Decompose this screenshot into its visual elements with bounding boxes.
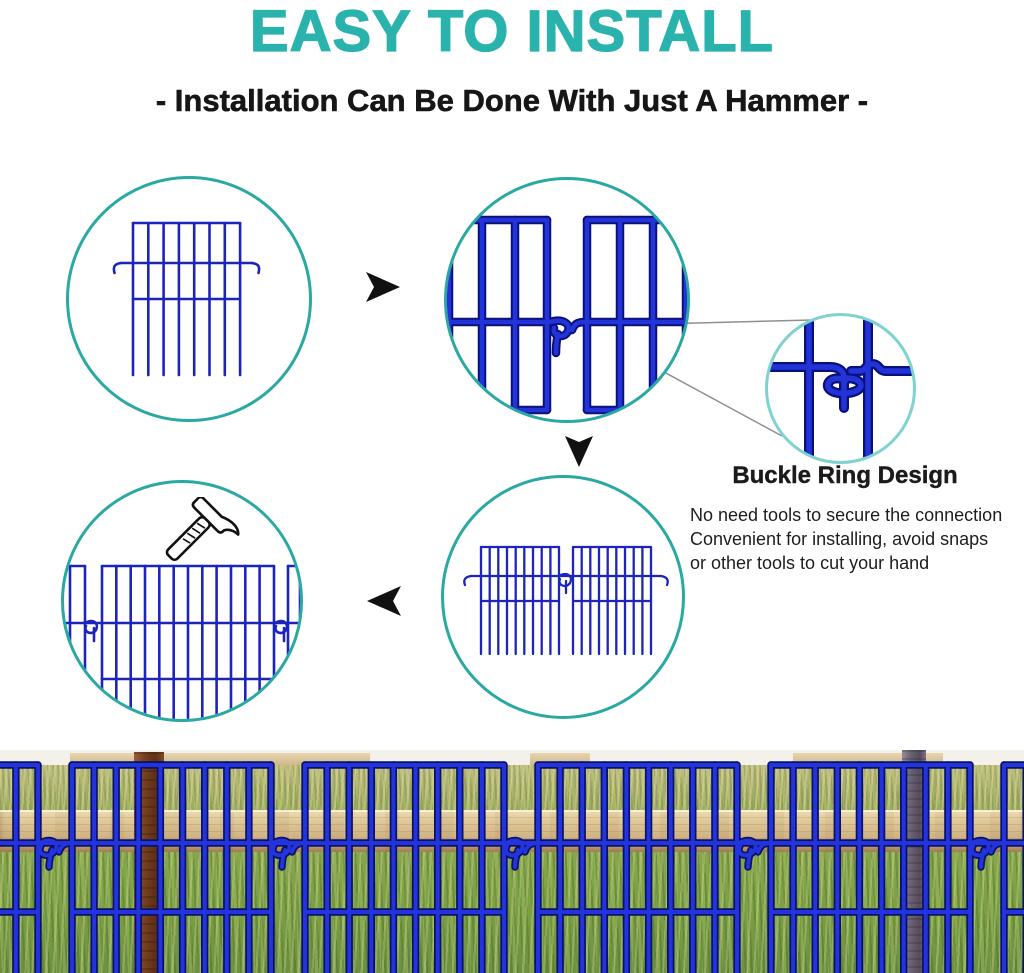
hammer-install-illustration — [64, 564, 300, 719]
buckle-design-description: No need tools to secure the connection C… — [690, 503, 1024, 575]
grass-seed-heads — [0, 764, 1024, 812]
arrow-down-icon — [565, 436, 593, 467]
buckle-connection-illustration — [447, 215, 687, 415]
buckle-detail-circle — [765, 313, 916, 464]
page-subtitle: - Installation Can Be Done With Just A H… — [155, 83, 869, 119]
buckle-design-heading: Buckle Ring Design — [732, 462, 958, 489]
step-1-circle — [66, 176, 312, 422]
description-line-3: or other tools to cut your hand — [690, 553, 930, 573]
arrow-right-icon — [366, 272, 400, 302]
description-line-1: No need tools to secure the connection — [690, 505, 1003, 525]
arrow-left-icon — [367, 586, 401, 616]
step-3-circle — [61, 480, 303, 722]
product-photo — [0, 750, 1024, 973]
page-title: EASY TO INSTALL — [249, 0, 775, 64]
single-panel-illustration — [112, 221, 261, 377]
blue-fence-overlay — [0, 761, 1024, 973]
step-2-circle — [444, 177, 690, 423]
step-4-circle — [441, 475, 685, 719]
hammer-icon — [165, 497, 240, 562]
description-line-2: Convenient for installing, avoid snaps — [690, 529, 989, 549]
buckle-ring-closeup-illustration — [768, 316, 913, 461]
joined-panels-illustration — [463, 545, 669, 656]
